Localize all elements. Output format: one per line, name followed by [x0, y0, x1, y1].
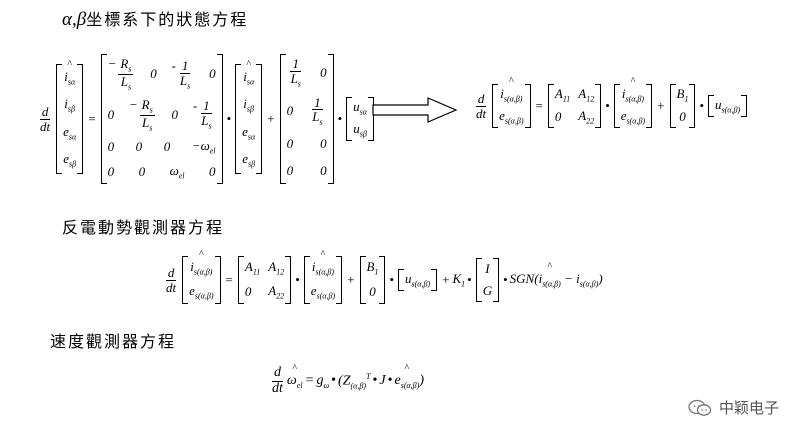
observer-state-vector-rhs: is(α,β) es(α,β) — [303, 256, 343, 304]
input-vector-u: usα usβ — [346, 97, 374, 141]
watermark-text: 中颖电子 — [718, 399, 779, 417]
heading-speed-observer: 速度觀測器方程 — [50, 334, 177, 351]
right-arrow-icon — [372, 97, 458, 123]
observer-gain-vector: I G — [475, 258, 500, 302]
watermark: 中颖电子 — [687, 397, 779, 418]
heading-greek-alpha-beta: α,β — [62, 9, 87, 30]
compact-state-vector-rhs: is(α,β) es(α,β) — [613, 84, 653, 128]
compact-state-vector: is(α,β) es(α,β) — [492, 84, 531, 128]
observer-input-vector: us(α,β) — [398, 269, 438, 291]
compact-input-vector: us(α,β) — [708, 95, 748, 117]
observer-state-vector: is(α,β) es(α,β) — [182, 256, 221, 304]
sign-function-term: SGN(is(α,β) − is(α,β)) — [510, 271, 603, 289]
state-vector-rhs: isα isβ esα esβ — [235, 64, 263, 174]
compact-b-matrix: B1 0 — [669, 84, 696, 128]
state-vector: isα isβ esα esβ — [56, 64, 84, 174]
wechat-icon — [688, 399, 712, 416]
speed-observer-equation: ddt ωel = gω• (Z(α,β)T• J• es(α,β)) — [268, 365, 424, 396]
heading-state-equations-text: 坐標系下的狀態方程 — [86, 12, 249, 29]
heading-state-equations: α,β坐標系下的狀態方程 — [62, 6, 248, 31]
observer-b-matrix: B1 0 — [359, 256, 386, 304]
heading-bemf-observer: 反電動勢觀測器方程 — [62, 220, 225, 237]
